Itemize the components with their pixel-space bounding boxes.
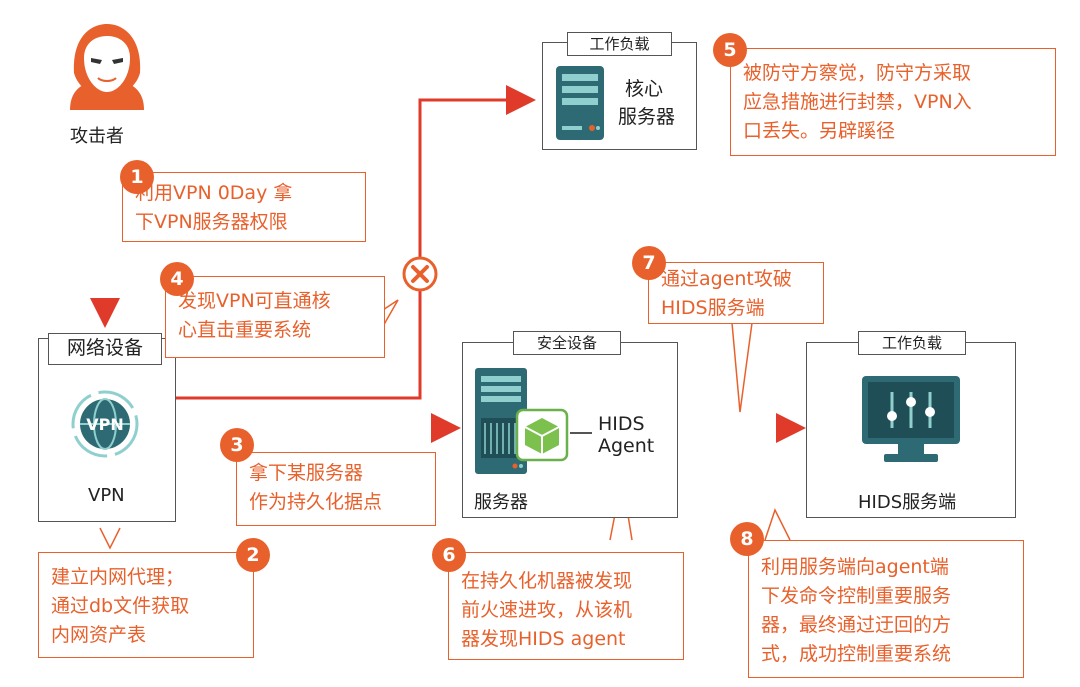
step-2-callout: 建立内网代理；通过db文件获取内网资产表	[38, 552, 254, 658]
security-device-tag: 安全设备	[513, 331, 621, 355]
step-1-badge: 1	[120, 160, 154, 194]
step-3-callout: 拿下某服务器作为持久化据点	[236, 452, 436, 526]
hids-workload-tag: 工作负载	[858, 331, 966, 355]
step-5-callout: 被防守方察觉，防守方采取应急措施进行封禁，VPN入口丢失。另辟蹊径	[730, 48, 1056, 156]
core-server-label-2: 服务器	[618, 106, 676, 128]
attacker-label: 攻击者	[70, 126, 124, 147]
step-4-badge: 4	[160, 262, 194, 296]
attacker: 攻击者	[60, 18, 154, 153]
svg-text:VPN: VPN	[86, 415, 124, 434]
step-2-badge: 2	[236, 538, 270, 572]
vpn-label: VPN	[88, 485, 125, 506]
step-6-callout: 在持久化机器被发现前火速进攻，从该机器发现HIDS agent	[448, 552, 684, 660]
hids-agent-label-1: HIDS	[598, 413, 645, 435]
vpn-globe-icon: VPN	[68, 387, 142, 461]
step-3-badge: 3	[220, 428, 254, 462]
hids-server-label: HIDS服务端	[858, 492, 957, 513]
network-device-tag: 网络设备	[48, 333, 162, 365]
step-8-badge: 8	[730, 522, 764, 556]
step-5-badge: 5	[713, 33, 747, 67]
hids-agent-label-2: Agent	[598, 435, 655, 457]
core-workload-tag: 工作负载	[567, 32, 672, 56]
hacker-mask-icon	[70, 24, 144, 110]
step-8-callout: 利用服务端向agent端下发命令控制重要服务器，最终通过迂回的方式，成功控制重要…	[748, 540, 1024, 678]
step-1-callout: 利用VPN 0Day 拿下VPN服务器权限	[122, 172, 366, 242]
monitor-sliders-icon	[862, 376, 960, 464]
blocked-x-icon	[402, 256, 438, 292]
core-server-label-1: 核心	[625, 78, 664, 100]
agent-pointer	[570, 432, 592, 434]
server-label: 服务器	[474, 492, 528, 513]
step-7-badge: 7	[632, 246, 666, 280]
step-4-callout: 发现VPN可直通核心直击重要系统	[165, 276, 385, 358]
step-6-badge: 6	[432, 538, 466, 572]
server-cube-icon	[475, 368, 585, 476]
server-rack-icon	[556, 66, 604, 140]
